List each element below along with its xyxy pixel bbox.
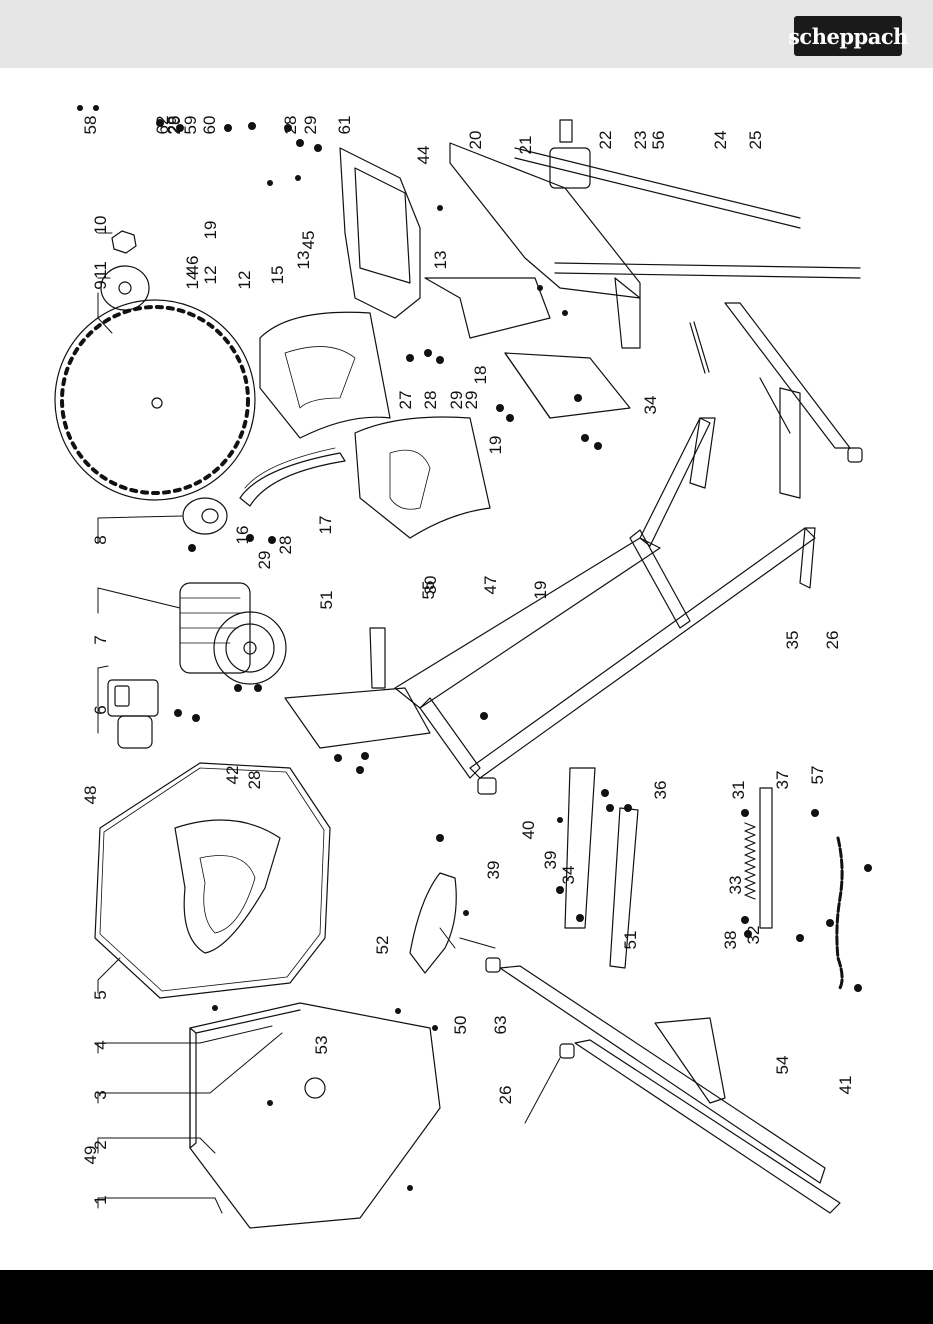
part-label-13: 13 <box>430 240 452 280</box>
rod <box>690 322 709 373</box>
part-label-28: 28 <box>244 760 266 800</box>
shaft <box>760 788 772 928</box>
part-label-56: 56 <box>648 120 670 160</box>
part-label-27: 27 <box>395 380 417 420</box>
part-label-28: 28 <box>280 105 302 145</box>
part-label-46: 46 <box>182 245 204 285</box>
part-label-49: 49 <box>80 1135 102 1175</box>
part-label-12: 12 <box>234 260 256 300</box>
guard-plate <box>355 417 490 538</box>
part-label-25: 25 <box>745 120 767 160</box>
part-label-29: 29 <box>461 380 483 420</box>
part-label-11: 11 <box>90 250 112 290</box>
part-label-3: 3 <box>90 1075 112 1115</box>
part-label-60: 60 <box>199 105 221 145</box>
part-label-44: 44 <box>413 135 435 175</box>
part-label-19: 19 <box>530 570 552 610</box>
part-label-31: 31 <box>728 770 750 810</box>
part-label-42: 42 <box>222 755 244 795</box>
part-label-16: 16 <box>232 515 254 555</box>
motor <box>180 583 286 684</box>
leg <box>500 966 840 1213</box>
part-label-54: 54 <box>772 1045 794 1085</box>
riving-knife-strip <box>240 448 345 506</box>
part-label-51: 51 <box>316 580 338 620</box>
part-label-32: 32 <box>743 915 765 955</box>
part-label-33: 33 <box>725 865 747 905</box>
part-label-7: 7 <box>90 620 112 660</box>
part-label-55: 55 <box>418 570 440 610</box>
part-label-48: 48 <box>80 775 102 815</box>
part-label-28: 28 <box>275 525 297 565</box>
riving-guard <box>260 312 390 438</box>
part-label-22: 22 <box>595 120 617 160</box>
part-label-53: 53 <box>311 1025 333 1065</box>
part-label-10: 10 <box>90 205 112 245</box>
part-label-45: 45 <box>298 220 320 260</box>
part-label-24: 24 <box>710 120 732 160</box>
flange <box>183 498 227 534</box>
part-label-61: 61 <box>334 105 356 145</box>
page-header: scheppach <box>0 0 933 68</box>
part-label-19: 19 <box>200 210 222 250</box>
clamp <box>550 120 590 188</box>
blade-guard-large <box>95 763 330 998</box>
page-footer <box>0 1270 933 1324</box>
part-label-26: 26 <box>822 620 844 660</box>
part-label-21: 21 <box>515 125 537 165</box>
part-label-50: 50 <box>450 1005 472 1045</box>
part-label-39: 39 <box>483 850 505 890</box>
main-frame <box>395 418 815 778</box>
part-label-40: 40 <box>518 810 540 850</box>
part-label-37: 37 <box>772 760 794 800</box>
motor-bracket <box>285 628 430 748</box>
part-label-51: 51 <box>620 920 642 960</box>
part-label-17: 17 <box>315 505 337 545</box>
part-label-26: 26 <box>495 1075 517 1115</box>
part-label-41: 41 <box>835 1065 857 1105</box>
drawing-svg <box>0 68 933 1270</box>
foot-cap-26b <box>486 958 500 972</box>
part-label-19: 19 <box>485 425 507 465</box>
part-label-34: 34 <box>640 385 662 425</box>
chain <box>837 838 842 988</box>
part-label-29: 29 <box>254 540 276 580</box>
support-plate <box>340 148 420 318</box>
foot-cap-40 <box>478 778 496 794</box>
part-label-8: 8 <box>90 520 112 560</box>
base-25 <box>725 303 850 498</box>
part-label-52: 52 <box>372 925 394 965</box>
part-label-47: 47 <box>480 565 502 605</box>
part-label-6: 6 <box>90 690 112 730</box>
part-label-57: 57 <box>807 755 829 795</box>
part-label-1: 1 <box>90 1180 112 1220</box>
bracket-47 <box>505 353 630 418</box>
foot-cap-26c <box>560 1044 574 1058</box>
part-label-29: 29 <box>300 105 322 145</box>
logo-text: scheppach <box>788 24 908 49</box>
part-label-58: 58 <box>80 105 102 145</box>
saw-blade <box>55 300 255 500</box>
part-label-4: 4 <box>90 1025 112 1065</box>
bracket-18 <box>425 278 550 338</box>
part-label-38: 38 <box>720 920 742 960</box>
part-label-5: 5 <box>90 975 112 1015</box>
part-label-39: 39 <box>540 840 562 880</box>
part-label-28: 28 <box>420 380 442 420</box>
part-label-36: 36 <box>650 770 672 810</box>
part-label-29: 29 <box>164 105 186 145</box>
part-label-20: 20 <box>465 120 487 160</box>
scheppach-logo: scheppach <box>794 16 902 56</box>
switch-box <box>108 680 158 748</box>
part-label-15: 15 <box>267 255 289 295</box>
part-label-63: 63 <box>490 1005 512 1045</box>
part-label-35: 35 <box>782 620 804 660</box>
small-cover <box>410 873 456 973</box>
foot-cap-26a <box>848 448 862 462</box>
frame-top <box>450 143 860 348</box>
